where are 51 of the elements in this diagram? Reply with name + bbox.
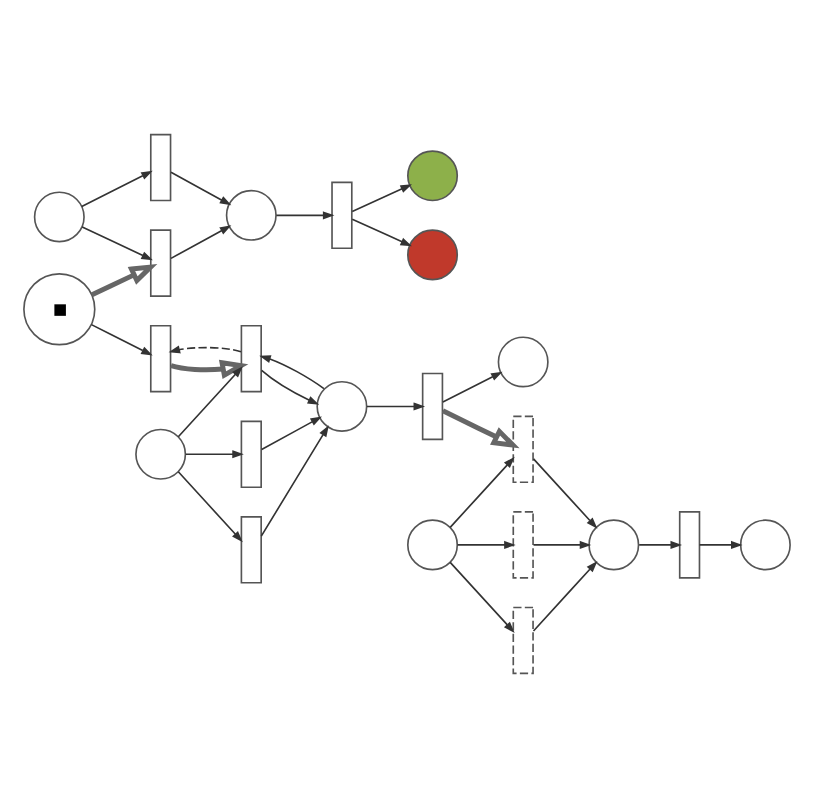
node-bar — [512, 510, 534, 578]
arrow — [170, 358, 249, 379]
arrow — [449, 560, 515, 632]
arrow — [275, 210, 335, 219]
node-bar — [240, 323, 262, 392]
node-bar — [331, 180, 353, 249]
node-bar — [512, 605, 534, 674]
arrow — [170, 170, 232, 205]
node-circle — [23, 272, 96, 345]
arrow — [532, 559, 598, 631]
arrow — [177, 469, 243, 542]
arrow — [442, 370, 503, 402]
arrow — [351, 217, 412, 246]
node-circle — [407, 518, 459, 570]
node-circle — [407, 149, 459, 201]
arrow — [532, 539, 592, 548]
arrow — [366, 401, 426, 410]
arrow — [638, 539, 683, 548]
arrow — [184, 449, 244, 458]
arrow — [177, 365, 243, 437]
arrow — [260, 415, 322, 450]
arrow — [259, 354, 325, 389]
arrow — [80, 169, 153, 207]
arrow — [170, 224, 232, 259]
node-circle — [225, 188, 277, 240]
node-circle — [316, 379, 368, 431]
node-circle — [407, 228, 459, 280]
node-bar — [512, 414, 534, 483]
node-circle — [739, 518, 791, 570]
arrow — [456, 539, 516, 548]
node-bar — [149, 323, 172, 392]
node-bar — [149, 132, 172, 201]
node-circle — [33, 190, 85, 242]
node-bar — [421, 371, 444, 440]
arrow — [168, 344, 242, 353]
arrow — [698, 539, 743, 548]
arrow — [532, 457, 598, 528]
arrow — [90, 322, 153, 355]
node-bar — [240, 419, 262, 488]
node-circle — [497, 335, 549, 387]
node-bar — [149, 228, 172, 296]
arrow — [90, 262, 158, 296]
node-bar — [678, 510, 701, 578]
arrow — [81, 225, 153, 260]
arrow — [441, 407, 520, 448]
arrow — [449, 455, 515, 528]
node-circle — [135, 427, 187, 479]
arrow — [351, 183, 412, 212]
arrow — [260, 368, 320, 404]
node-bar — [240, 515, 262, 583]
arrow — [260, 424, 329, 536]
